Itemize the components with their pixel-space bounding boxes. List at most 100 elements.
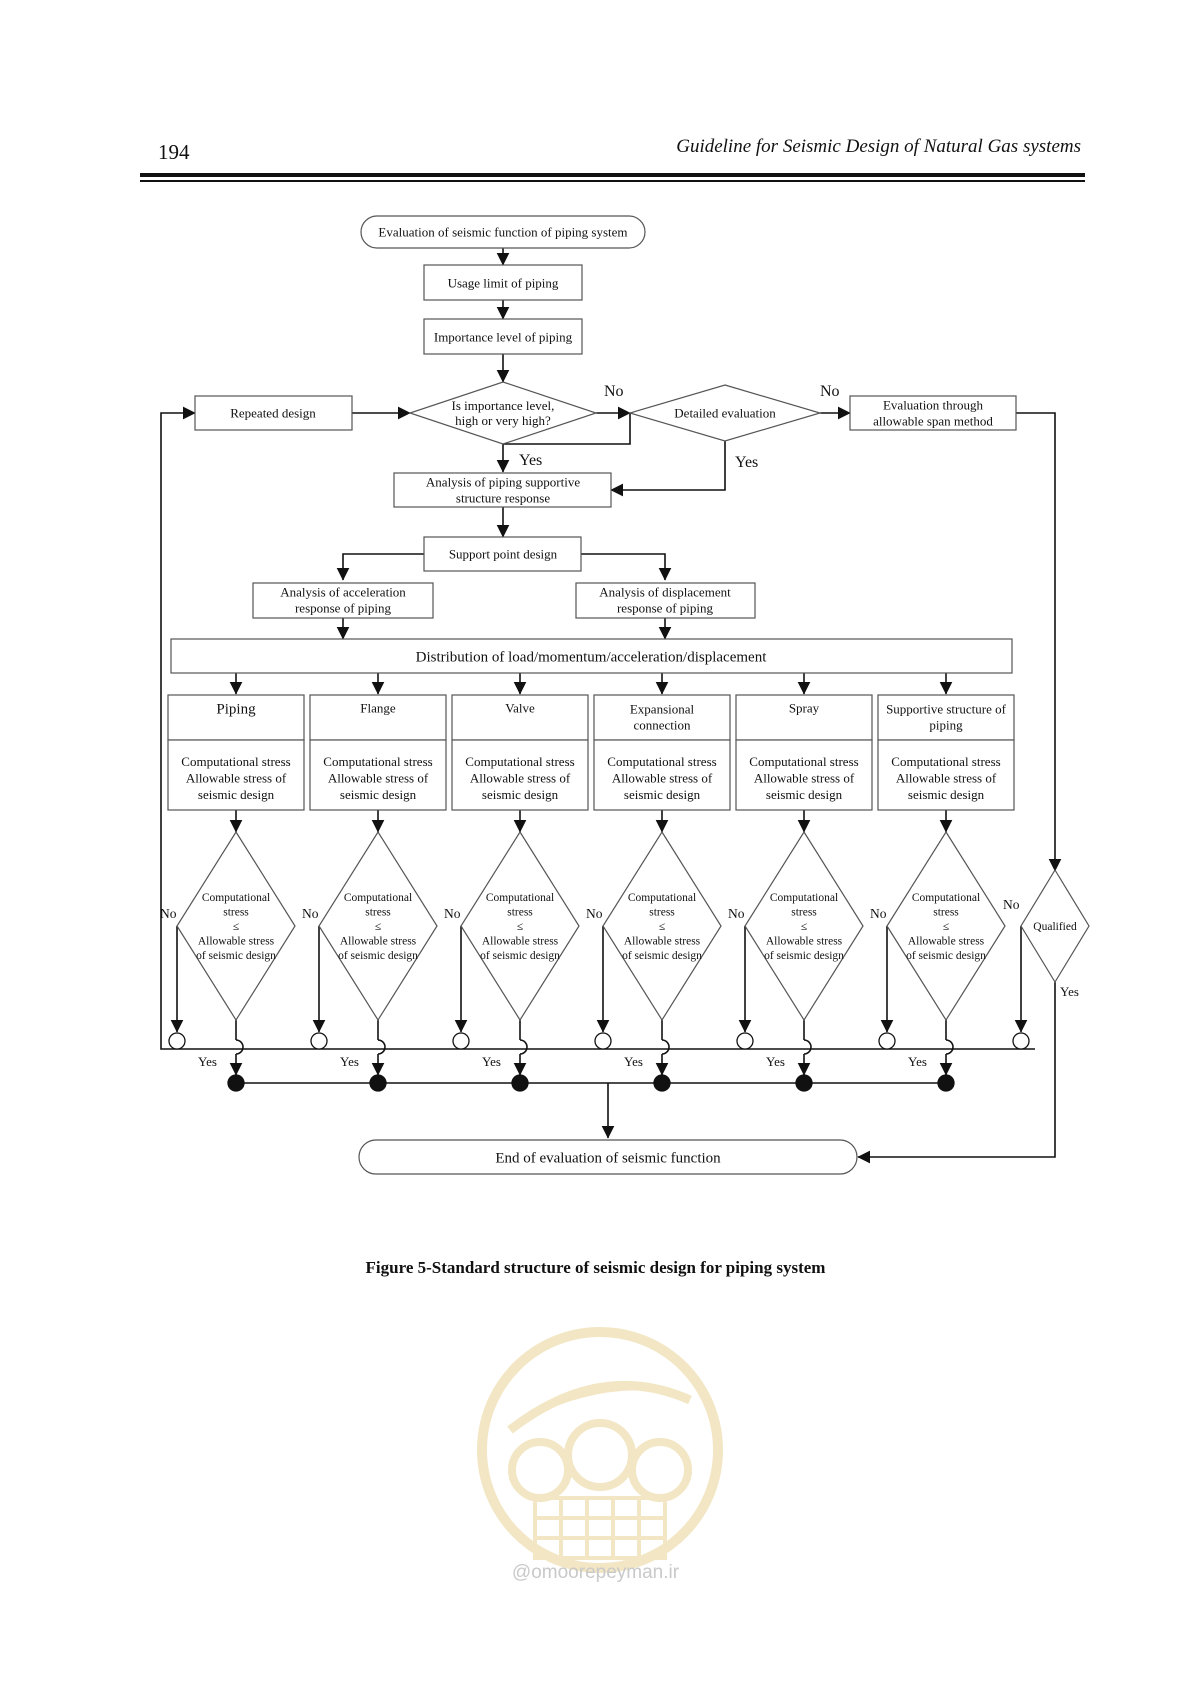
component-title-label: Spray bbox=[789, 701, 820, 716]
distribution-box bbox=[170, 638, 1013, 674]
label-yes-check: Yes bbox=[482, 1054, 501, 1069]
repeated-design-box bbox=[194, 395, 353, 431]
stress-check-decision bbox=[602, 830, 722, 1022]
stress-check-decision bbox=[460, 830, 580, 1022]
label-yes-qualified: Yes bbox=[1060, 984, 1079, 999]
label-yes-check: Yes bbox=[766, 1054, 785, 1069]
importance-level-box bbox=[423, 318, 583, 355]
disp-analysis-box bbox=[575, 582, 756, 619]
label-no-check: No bbox=[728, 906, 745, 921]
omoorepeyman-logo-watermark bbox=[477, 1327, 723, 1573]
pass-connector bbox=[795, 1074, 813, 1092]
edge-detailed-yes-analysis bbox=[610, 441, 726, 497]
stress-check-decision bbox=[744, 830, 864, 1022]
usage-limit-box bbox=[423, 264, 583, 301]
label-no-check: No bbox=[870, 906, 887, 921]
stress-check-decision bbox=[318, 830, 438, 1022]
stress-check-decision bbox=[176, 830, 296, 1022]
fail-connector-qualified bbox=[1012, 1032, 1030, 1050]
edge-detailed-merge bbox=[503, 413, 631, 445]
accel-analysis-box bbox=[252, 582, 434, 619]
pass-connector bbox=[369, 1074, 387, 1092]
component-stress-box bbox=[167, 739, 305, 811]
fail-connector bbox=[594, 1032, 612, 1050]
support-analysis-box bbox=[393, 472, 612, 508]
bus-crossing-hop bbox=[377, 1039, 386, 1055]
bus-crossing-hop bbox=[519, 1039, 528, 1055]
fail-connector bbox=[736, 1032, 754, 1050]
label-yes-importance: Yes bbox=[519, 452, 542, 469]
start-label: Evaluation of seismic function of piping… bbox=[378, 225, 627, 240]
importance-level-label: Importance level of piping bbox=[434, 330, 573, 345]
fail-connector bbox=[310, 1032, 328, 1050]
label-yes-check: Yes bbox=[340, 1054, 359, 1069]
end-label: End of evaluation of seismic function bbox=[495, 1150, 721, 1166]
edge-support-disp bbox=[581, 553, 672, 581]
component-stress-box bbox=[593, 739, 731, 811]
component-title-box bbox=[451, 694, 589, 741]
component-stress-box bbox=[877, 739, 1015, 811]
label-yes-check: Yes bbox=[624, 1054, 643, 1069]
label-yes-detailed: Yes bbox=[735, 454, 758, 471]
bus-crossing-hop bbox=[661, 1039, 670, 1055]
fail-connector bbox=[168, 1032, 186, 1050]
label-no-check: No bbox=[444, 906, 461, 921]
bus-crossing-hop bbox=[945, 1039, 954, 1055]
component-stress-box bbox=[735, 739, 873, 811]
component-title-label: Valve bbox=[505, 701, 535, 716]
label-no-check: No bbox=[586, 906, 603, 921]
detailed-evaluation-label: Detailed evaluation bbox=[674, 406, 776, 421]
page-number: 194 bbox=[158, 140, 190, 164]
label-no-qualified: No bbox=[1003, 897, 1020, 912]
pass-connector bbox=[653, 1074, 671, 1092]
label-yes-check: Yes bbox=[908, 1054, 927, 1069]
qualified-label: Qualified bbox=[1033, 921, 1077, 933]
label-no-importance: No bbox=[604, 383, 624, 400]
repeated-design-label: Repeated design bbox=[230, 406, 316, 421]
label-no-detailed: No bbox=[820, 383, 840, 400]
support-point-label: Support point design bbox=[449, 547, 558, 562]
component-stress-box bbox=[309, 739, 447, 811]
support-point-box bbox=[423, 536, 582, 572]
header-rule-thick bbox=[140, 173, 1085, 177]
bus-crossing-hop bbox=[803, 1039, 812, 1055]
label-no-check: No bbox=[160, 906, 177, 921]
start-terminal bbox=[360, 215, 646, 249]
edge-support-accel bbox=[336, 553, 424, 581]
detailed-evaluation-decision bbox=[627, 384, 823, 442]
usage-limit-label: Usage limit of piping bbox=[448, 276, 559, 291]
importance-decision-label: Is importance level,high or very high? bbox=[452, 398, 555, 428]
span-method-box bbox=[849, 395, 1017, 431]
component-title-label: Flange bbox=[360, 701, 396, 716]
pass-connector bbox=[227, 1074, 245, 1092]
watermark-url: @omoorepeyman.ir bbox=[511, 1562, 680, 1583]
fail-connector bbox=[878, 1032, 896, 1050]
figure-caption: Figure 5-Standard structure of seismic d… bbox=[365, 1258, 826, 1277]
edge-qualified-yes-end bbox=[857, 982, 1056, 1164]
component-title-label: Piping bbox=[216, 701, 256, 717]
edge-fail-return bbox=[160, 406, 1035, 1050]
fail-connector bbox=[452, 1032, 470, 1050]
component-title-box bbox=[309, 694, 447, 741]
distribution-label: Distribution of load/momentum/accelerati… bbox=[416, 649, 768, 665]
component-stress-box bbox=[451, 739, 589, 811]
bus-crossing-hop bbox=[235, 1039, 244, 1055]
importance-decision bbox=[408, 381, 598, 445]
label-no-check: No bbox=[302, 906, 319, 921]
